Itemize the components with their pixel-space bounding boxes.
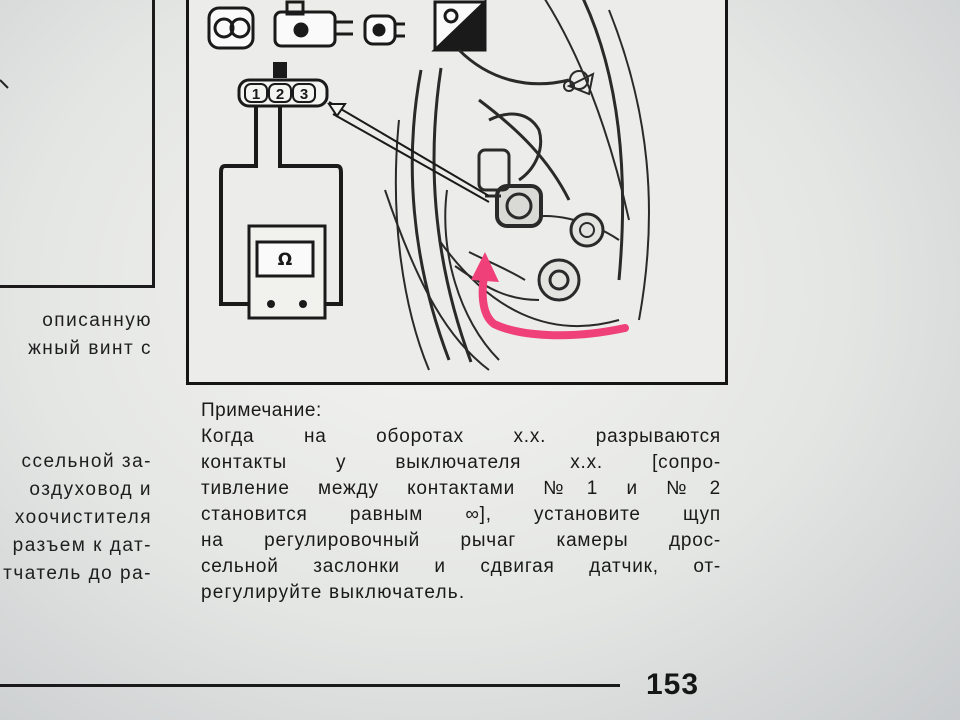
- left-text-line-7: тчатель до ра-: [3, 563, 152, 584]
- ohmmeter-terminal-left: [267, 300, 275, 308]
- note-line-5: на регулировочный рычаг камеры дрос-: [201, 530, 721, 551]
- left-text-line-5: хоочистителя: [14, 507, 152, 528]
- note-line-7: регулируйте выключатель.: [201, 582, 466, 603]
- ohmmeter-terminal-right: [299, 300, 307, 308]
- note-line-1: Когда на оборотах х.х. разрываются: [201, 426, 721, 447]
- note-block: Примечание: Когда на оборотах х.х. разры…: [201, 398, 721, 606]
- disconnect-pictogram-icon: [431, 0, 487, 52]
- lead-wire-pin-1: [219, 106, 271, 306]
- sensor-pictogram-icon: [273, 0, 353, 48]
- test-circuit: 1 2 3 Ω: [219, 62, 490, 320]
- note-title: Примечание:: [201, 400, 322, 421]
- ohmmeter-display: [255, 240, 315, 278]
- left-text-line-6: разъем к дат-: [12, 535, 152, 556]
- note-line-4: становится равным ∞], установите щуп: [201, 504, 721, 525]
- plug-pictogram-icon: [363, 14, 405, 46]
- note-line-3: тивление между контактами №1 и №2: [201, 478, 721, 499]
- page-number: 153: [646, 668, 700, 701]
- ohmmeter-pictogram-icon: [207, 6, 255, 50]
- lead-wire-pin-2: [278, 106, 343, 306]
- left-figure-frame: [0, 0, 155, 288]
- left-text-line-4: оздуховод и: [29, 479, 152, 500]
- footer-rule: [0, 684, 620, 687]
- connector-housing: [237, 78, 329, 108]
- ohm-symbol: Ω: [278, 250, 292, 270]
- left-text-line-3: ссельной за-: [21, 451, 152, 472]
- red-arrow-annotation: [471, 252, 629, 340]
- connector-pointer: [328, 101, 490, 203]
- note-line-2: контакты у выключателя х.х. [сопро-: [201, 452, 721, 473]
- connector-latch: [273, 62, 287, 78]
- left-figure-mark: [0, 79, 9, 89]
- throttle-body-sketch: [384, 0, 650, 371]
- note-line-6: сельной заслонки и сдвигая датчик, от-: [201, 556, 721, 577]
- connector-pin-3: 3: [300, 86, 308, 103]
- throttle-switch-diagram: 1 2 3 Ω: [207, 0, 650, 371]
- left-text-line-1: описанную: [42, 310, 152, 331]
- figure-frame: 1 2 3 Ω: [186, 0, 728, 385]
- left-text-line-2: жный винт с: [28, 338, 152, 359]
- pictogram-icons: [207, 0, 487, 52]
- connector-pin-1: 1: [252, 86, 260, 103]
- connector-pin-2: 2: [276, 86, 284, 103]
